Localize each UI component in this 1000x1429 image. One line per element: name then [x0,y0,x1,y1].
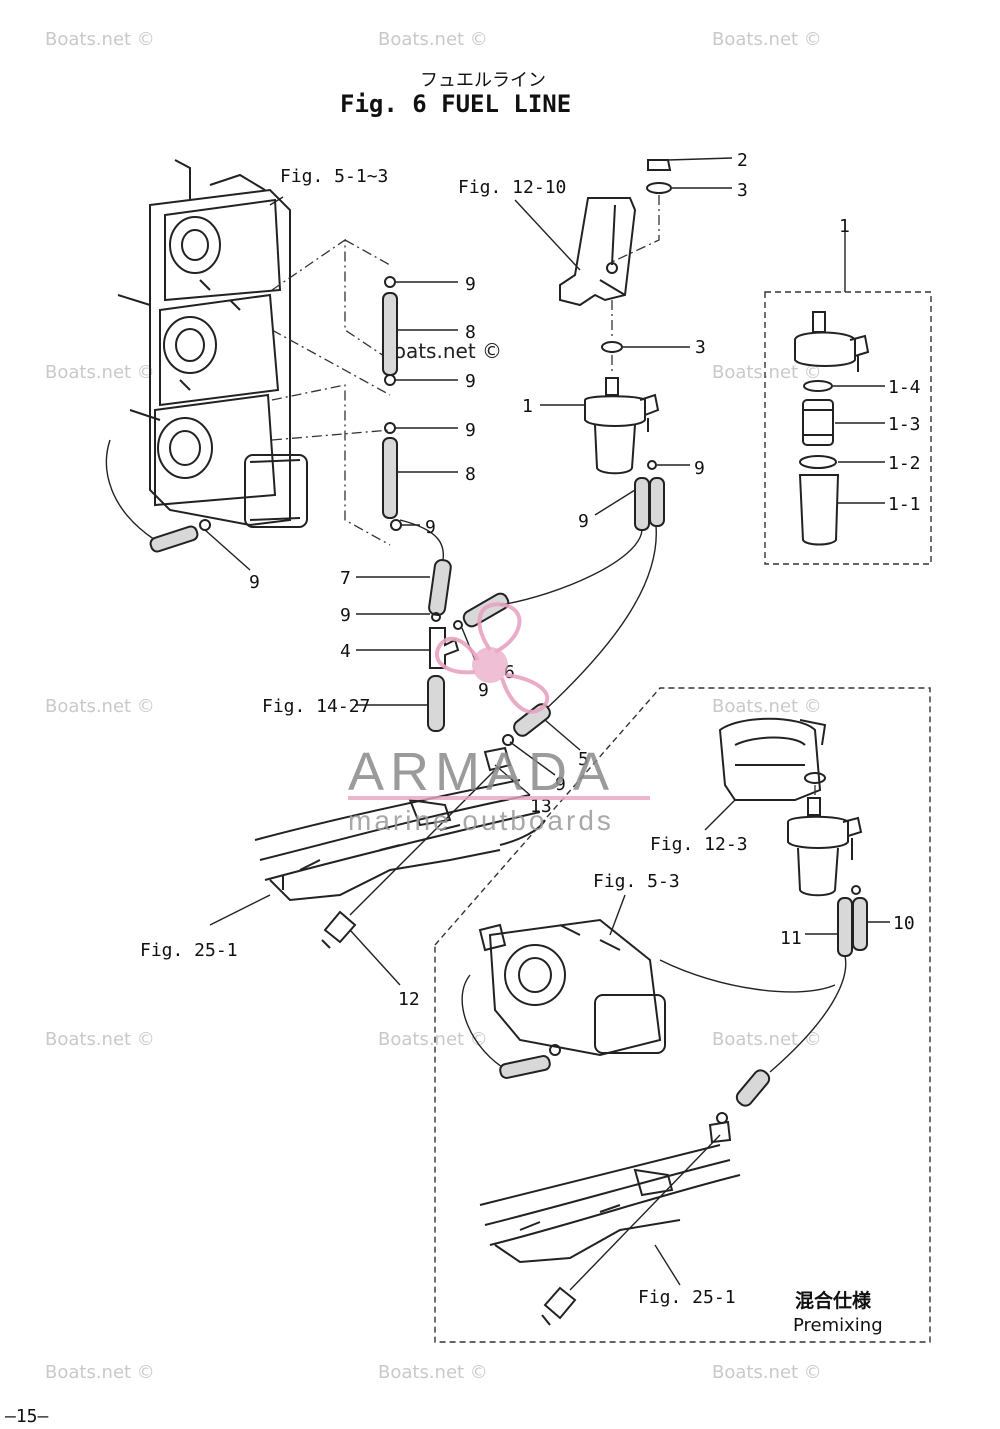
callout-11: 11 [780,928,802,949]
callout-1-2: 1-2 [888,453,921,474]
filter-bracket [559,197,637,307]
callout-9: 9 [694,458,705,479]
carburetor-stack [105,159,308,553]
hose-6 [462,592,510,628]
armada-watermark: ARMADA marine outboards [348,602,650,836]
grommet-13 [483,746,512,772]
callout-1-1: 1-1 [888,494,921,515]
watermark-text: Boats.net © [45,1029,155,1050]
watermark-text: Boats.net © [378,1029,488,1050]
joint-4 [429,627,460,669]
watermark-text: Boats.net © [45,696,155,717]
title-japanese: フュエルライン [420,70,546,91]
premix-filter [787,797,863,897]
premix-label-japanese: 混合仕様 [795,1289,872,1312]
ref-fig-5-1-3: Fig. 5-1~3 [280,166,388,187]
title-english: Fig. 6 FUEL LINE [340,90,571,118]
callout-9: 9 [465,420,476,441]
callout-10: 10 [893,913,915,934]
callout-9: 9 [478,680,489,701]
watermark-layer: Boats.net © Boats.net © Boats.net © Boat… [45,29,822,1383]
ref-fig-12-3: Fig. 12-3 [650,834,748,855]
hose-9-right [649,477,665,527]
watermark-text: Boats.net © [380,339,502,363]
callout-3: 3 [737,180,748,201]
callout-9: 9 [578,511,589,532]
watermark-text: Boats.net © [45,29,155,50]
hose-7 [428,559,452,616]
callout-9: 9 [465,371,476,392]
filter-detail-box [764,291,932,565]
fuel-filter-detail [794,311,870,546]
propeller-logo-icon [434,602,550,714]
ref-fig-25-1-upper: Fig. 25-1 [140,940,238,961]
callout-8: 8 [465,464,476,485]
watermark-text: Boats.net © [712,29,822,50]
premix-carburetor [478,918,666,1057]
callout-4: 4 [340,641,351,662]
watermark-text: Boats.net © [378,29,488,50]
ref-fig-14-27: Fig. 14-27 [262,696,370,717]
callout-12: 12 [398,989,420,1010]
clamp-icon [384,374,396,386]
clamp-icon [384,276,396,288]
clamp-icon [390,519,402,531]
callout-1-4: 1-4 [888,377,921,398]
hose-8-lower [382,437,398,519]
callout-3: 3 [695,337,706,358]
lower-pan-premix [479,1144,741,1264]
callout-7: 7 [340,568,351,589]
clamp-icon [384,422,396,434]
hose-5 [513,703,551,737]
fuel-filter-1 [584,377,660,475]
hose-11 [837,897,853,957]
ref-fig-5-3: Fig. 5-3 [593,871,680,892]
callout-1: 1 [839,216,850,237]
connector-12 [323,910,357,944]
watermark-text: Boats.net © [712,1362,822,1383]
callout-1: 1 [522,396,533,417]
ref-fig-12-10: Fig. 12-10 [458,177,566,198]
watermark-text: Boats.net © [712,362,822,383]
clamp-icon [431,612,441,622]
hose-8-upper [382,292,398,376]
page-number: –15– [5,1406,49,1427]
premix-box [434,687,931,1343]
callout-8: 8 [465,322,476,343]
hose-10 [852,897,868,951]
callout-9: 9 [425,517,436,538]
washer-3b [601,341,623,353]
callout-9: 9 [465,274,476,295]
watermark-text: Boats.net © [45,1362,155,1383]
washer-3 [646,182,672,194]
watermark-text: Boats.net © [712,1029,822,1050]
nut-2 [647,159,672,171]
armada-brand: ARMADA [348,742,615,802]
lower-pan-upper [254,779,546,902]
callout-9: 9 [555,774,566,795]
callout-1-3: 1-3 [888,414,921,435]
callout-9: 9 [340,605,351,626]
callout-9: 9 [249,572,260,593]
hose-9-left [634,477,650,531]
premix-return-hose [499,1055,551,1079]
premix-bracket [718,717,827,801]
watermark-text: Boats.net © [378,1362,488,1383]
callout-13: 13 [530,796,552,817]
callout-numbers: 2 3 3 1 1 1-4 1-3 1-2 1-1 9 8 9 9 8 9 9 … [249,150,921,1010]
callout-6: 6 [504,662,515,683]
watermark-text: Boats.net © [712,696,822,717]
armada-tagline: marine outboards [348,805,614,836]
premix-label-english: Premixing [793,1315,883,1336]
callout-5: 5 [578,749,589,770]
watermark-text: Boats.net © [45,362,155,383]
ref-fig-25-1-lower: Fig. 25-1 [638,1287,736,1308]
callout-2: 2 [737,150,748,171]
hose-to-fig-14-27 [427,675,445,732]
